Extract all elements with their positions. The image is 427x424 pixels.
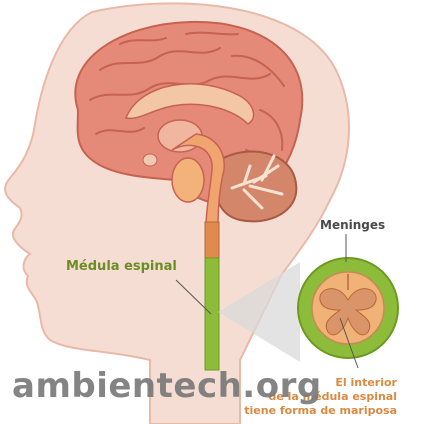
caption-line-2: de la médula espinal — [268, 390, 397, 403]
arbor-vitae — [230, 154, 284, 210]
caption-line-1: El interior — [335, 376, 397, 389]
cross-section-caption: El interior de la médula espinal tiene f… — [244, 376, 397, 418]
spinal-cord-label: Médula espinal — [66, 259, 177, 274]
watermark: ambientech.org — [12, 366, 322, 406]
pituitary — [142, 153, 158, 167]
corpus-callosum — [124, 83, 255, 125]
spinal-cord-highlight — [204, 257, 220, 371]
pons — [171, 157, 205, 203]
meninges-label: Meninges — [320, 218, 386, 232]
caption-line-3: tiene forma de mariposa — [244, 404, 397, 417]
spinal-cord-leader — [175, 279, 212, 315]
spinal-cord-upper — [204, 221, 220, 259]
caption-leader — [339, 317, 359, 369]
butterfly-grey-matter — [319, 288, 377, 336]
zoom-wedge — [218, 262, 300, 362]
